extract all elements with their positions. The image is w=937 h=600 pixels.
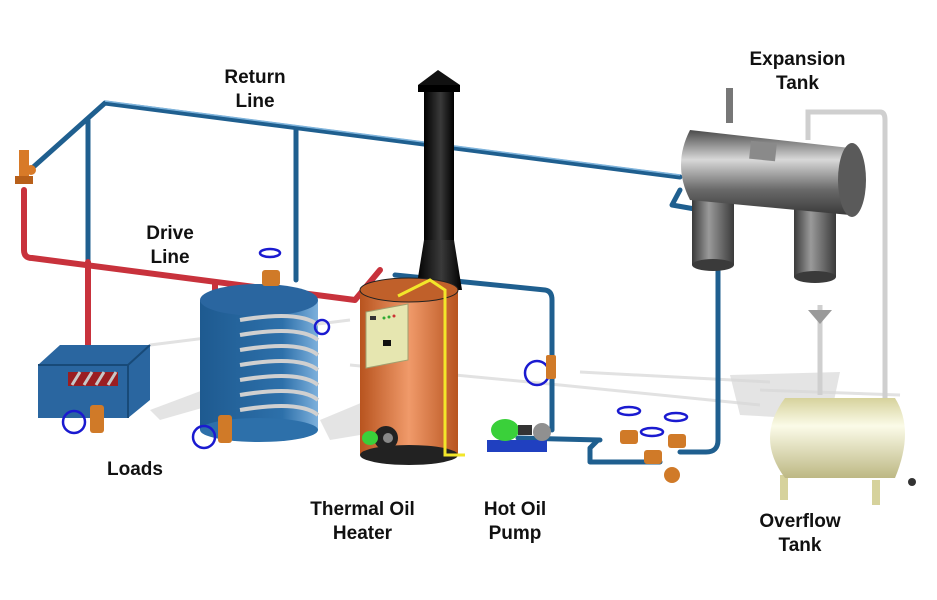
load-coil-drum	[200, 284, 320, 442]
valve-handwheel	[663, 411, 689, 423]
hot-oil-pump	[487, 419, 551, 452]
return-line-pipe-highlight	[104, 100, 681, 176]
label-hot-oil-pump: Hot Oil Pump	[483, 499, 547, 544]
valve-handwheel	[61, 409, 87, 435]
label-thermal-oil-heater: Thermal Oil Heater	[310, 499, 415, 544]
load-tank-box	[38, 344, 151, 418]
label-expansion-tank: Expansion Tank	[749, 49, 846, 94]
valve-handwheel	[191, 424, 217, 450]
valve-handwheel	[258, 247, 282, 259]
valve-handwheel	[313, 318, 331, 336]
gas-train-pipe	[397, 278, 465, 457]
label-overflow-tank: Overflow Tank	[759, 511, 841, 556]
valve-bodies	[90, 270, 686, 483]
expansion-tank	[681, 88, 866, 283]
exhaust-stack	[416, 70, 462, 290]
thermal-oil-heater	[359, 277, 465, 465]
burner	[362, 426, 398, 450]
relief-valve	[15, 150, 36, 184]
valves	[61, 247, 689, 450]
label-loads: Loads	[107, 459, 163, 480]
overflow-tank	[770, 398, 916, 505]
valve-handwheel	[616, 405, 642, 417]
label-drive-line: Drive Line	[146, 223, 194, 268]
funnel	[808, 310, 832, 324]
label-return-line: Return Line	[224, 67, 286, 112]
valve-handwheel	[639, 426, 665, 438]
control-panel	[365, 303, 409, 369]
